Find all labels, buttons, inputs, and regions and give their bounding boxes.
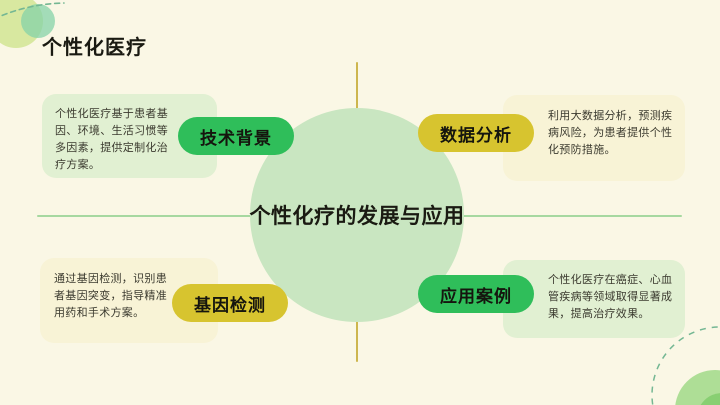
decorative-circles-top-left — [0, 0, 65, 48]
description-card-gene-testing: 通过基因检测，识别患者基因突变，指导精准用药和手术方案。 — [40, 258, 218, 343]
description-text: 利用大数据分析，预测疾病风险，为患者提供个性化预防措施。 — [548, 110, 673, 156]
label-pill-data-analysis: 数据分析 — [418, 114, 534, 152]
label-pill-gene-testing: 基因检测 — [172, 284, 288, 322]
description-card-tech-background: 个性化医疗基于患者基因、环境、生活习惯等多因素，提供定制化治疗方案。 — [42, 94, 217, 178]
decorative-circles-bottom-right — [651, 326, 720, 405]
vertical-divider-line-top — [356, 62, 358, 110]
label-pill-application-cases: 应用案例 — [418, 275, 534, 313]
description-text: 个性化医疗在癌症、心血管疾病等领域取得显著成果，提高治疗效果。 — [548, 274, 673, 320]
slide-title: 个性化医疗 — [42, 37, 147, 59]
description-text: 个性化医疗基于患者基因、环境、生活习惯等多因素，提供定制化治疗方案。 — [55, 108, 168, 171]
vertical-divider-line-bottom — [356, 320, 358, 362]
description-text: 通过基因检测，识别患者基因突变，指导精准用药和手术方案。 — [54, 273, 167, 319]
center-circle-title: 个性化疗的发展与应用 — [249, 205, 465, 228]
label-pill-tech-background: 技术背景 — [178, 117, 294, 155]
